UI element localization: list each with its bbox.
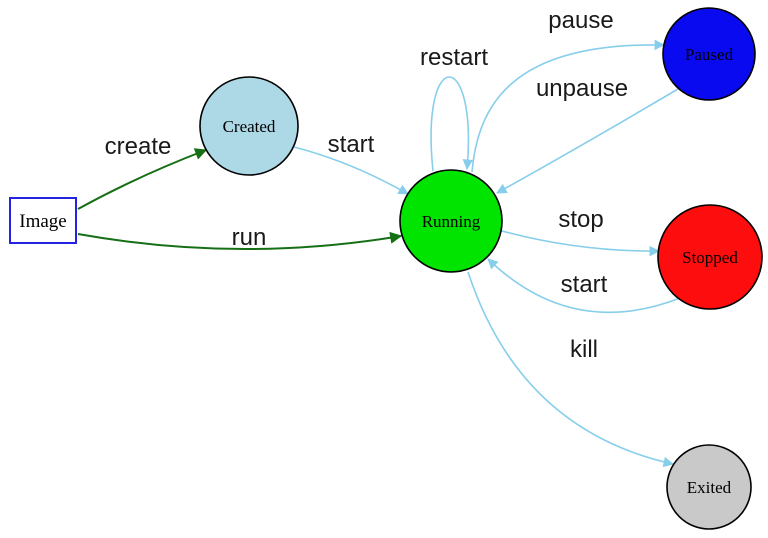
edge-create (77, 148, 208, 210)
edge-label-restart: restart (420, 44, 488, 71)
edge-label-stop: stop (558, 206, 603, 233)
node-paused-label: Paused (685, 45, 734, 64)
edge-label-start-2: start (561, 271, 608, 298)
edge-label-create: create (105, 133, 172, 160)
edge-label-start-1: start (328, 131, 375, 158)
node-exited: Exited (666, 444, 752, 530)
node-paused-circle (662, 7, 756, 101)
node-created: Created (199, 76, 299, 176)
edge-restart-self-loop (430, 76, 474, 172)
edge-start-created-running (293, 146, 409, 195)
edge-pause (471, 39, 666, 173)
node-image-label: Image (19, 211, 66, 232)
node-exited-circle (666, 444, 752, 530)
node-stopped: Stopped (657, 204, 763, 310)
node-running-label: Running (422, 212, 481, 231)
node-created-label: Created (223, 117, 276, 136)
edge-label-unpause: unpause (536, 75, 628, 102)
node-running: Running (399, 169, 503, 273)
node-created-circle (199, 76, 299, 176)
node-stopped-label: Stopped (682, 248, 738, 267)
edge-stop (501, 230, 661, 257)
edge-label-pause: pause (548, 7, 613, 34)
edge-run (77, 231, 403, 251)
node-image-box (9, 197, 77, 244)
edge-kill (467, 271, 675, 468)
node-running-circle (399, 169, 503, 273)
node-stopped-circle (657, 204, 763, 310)
node-exited-label: Exited (687, 478, 732, 497)
node-image: Image (9, 197, 77, 244)
node-paused: Paused (662, 7, 756, 101)
edge-label-kill: kill (570, 336, 598, 363)
edge-start-stopped-running (487, 258, 681, 314)
edge-unpause (496, 88, 679, 194)
edge-label-run: run (232, 224, 267, 251)
